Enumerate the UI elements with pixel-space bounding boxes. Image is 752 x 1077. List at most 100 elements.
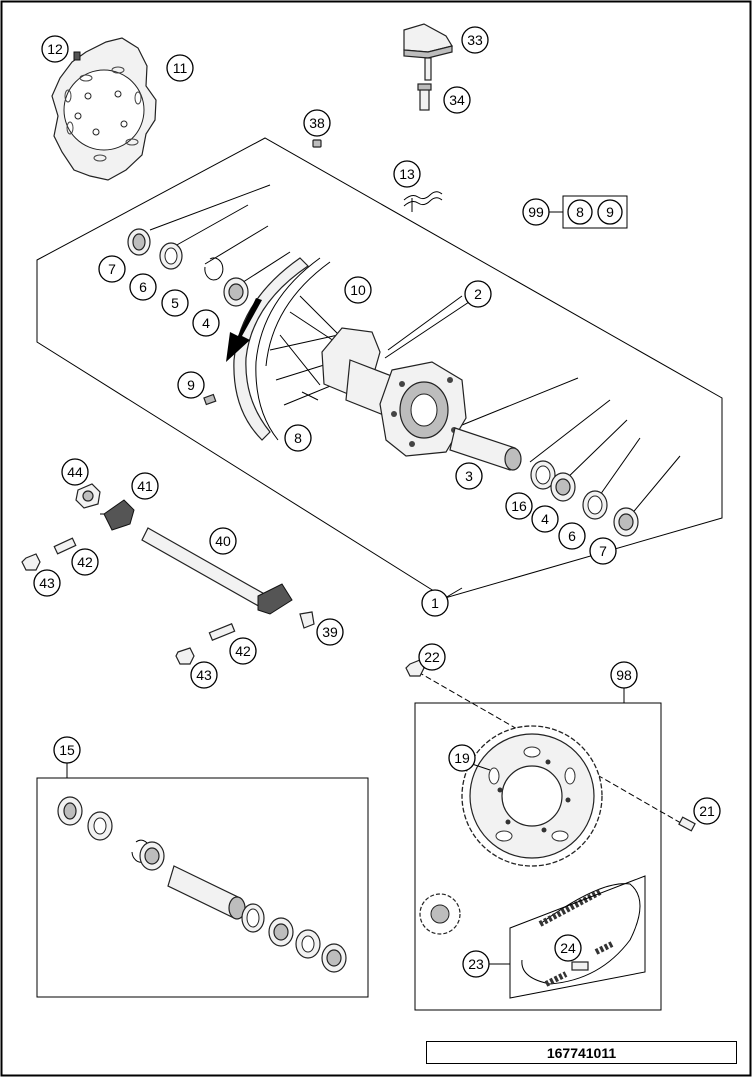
- svg-text:11: 11: [173, 60, 188, 76]
- hub-part: [321, 327, 467, 457]
- svg-text:21: 21: [699, 803, 715, 819]
- svg-text:16: 16: [511, 498, 527, 514]
- callout-10: 10: [344, 276, 372, 304]
- callout-2: 2: [464, 280, 492, 308]
- kit-box-callout-8: 8: [567, 199, 593, 225]
- bolt-part: [417, 83, 432, 111]
- kit-box-callout-9: 9: [597, 199, 623, 225]
- callout-33: 33: [461, 26, 489, 54]
- callout-23: 23: [462, 950, 490, 978]
- chain-part: [521, 883, 641, 987]
- bearing-kit-parts: [57, 796, 347, 973]
- callout-98: 98: [610, 661, 638, 689]
- svg-text:99: 99: [528, 204, 544, 220]
- sprocket-kit-outline: [414, 702, 662, 1011]
- svg-text:2: 2: [474, 286, 482, 302]
- callout-11: 11: [166, 54, 194, 82]
- callout-5: 5: [161, 289, 189, 317]
- svg-text:9: 9: [606, 204, 614, 220]
- svg-text:43: 43: [39, 575, 55, 591]
- callout-7-right: 7: [589, 537, 617, 565]
- svg-text:39: 39: [322, 624, 338, 640]
- callout-34: 34: [443, 86, 471, 114]
- bearing-kit-outline: [36, 777, 369, 998]
- callout-4-left: 4: [192, 309, 220, 337]
- svg-text:5: 5: [171, 295, 179, 311]
- callout-4-right: 4: [531, 505, 559, 533]
- svg-text:38: 38: [309, 115, 325, 131]
- svg-text:13: 13: [399, 166, 415, 182]
- callout-43-lower: 43: [190, 661, 218, 689]
- right-bearing-parts: [449, 427, 639, 537]
- svg-text:15: 15: [59, 742, 75, 758]
- svg-text:24: 24: [560, 940, 576, 956]
- svg-text:33: 33: [467, 32, 483, 48]
- callout-21: 21: [693, 797, 721, 825]
- callout-41: 41: [131, 472, 159, 500]
- callout-9: 9: [177, 371, 205, 399]
- svg-text:3: 3: [465, 468, 473, 484]
- callout-19: 19: [448, 744, 476, 772]
- disc-screw: [73, 51, 81, 61]
- callout-42-lower: 42: [229, 637, 257, 665]
- svg-text:12: 12: [47, 41, 63, 57]
- left-bearing-parts: [127, 228, 249, 307]
- callout-7-left: 7: [98, 255, 126, 283]
- rim-tape-part: [403, 191, 443, 212]
- svg-text:10: 10: [350, 282, 366, 298]
- svg-text:6: 6: [139, 279, 147, 295]
- svg-text:23: 23: [468, 956, 484, 972]
- svg-text:8: 8: [294, 430, 302, 446]
- brake-disc: [51, 37, 157, 181]
- callout-3: 3: [455, 462, 483, 490]
- cap-part: [312, 139, 322, 148]
- callout-43-upper: 43: [33, 569, 61, 597]
- wheel-assembly-outline: [36, 137, 723, 599]
- callout-8: 8: [284, 424, 312, 452]
- svg-text:22: 22: [424, 649, 440, 665]
- svg-text:6: 6: [568, 528, 576, 544]
- svg-text:42: 42: [235, 643, 251, 659]
- svg-text:19: 19: [454, 750, 470, 766]
- callout-6-right: 6: [558, 522, 586, 550]
- svg-text:7: 7: [599, 543, 607, 559]
- chain-kit-outline: [509, 875, 646, 999]
- callout-99: 99: [522, 198, 550, 226]
- svg-text:40: 40: [215, 533, 231, 549]
- callout-22: 22: [418, 643, 446, 671]
- callout-13: 13: [393, 160, 421, 188]
- svg-text:43: 43: [196, 667, 212, 683]
- svg-text:1: 1: [431, 595, 439, 611]
- seat-part: [403, 23, 453, 81]
- svg-text:4: 4: [541, 511, 549, 527]
- callout-12: 12: [41, 35, 69, 63]
- svg-text:44: 44: [67, 464, 83, 480]
- svg-text:4: 4: [202, 315, 210, 331]
- svg-text:34: 34: [449, 92, 465, 108]
- callout-42-upper: 42: [71, 548, 99, 576]
- document-number: 167741011: [426, 1041, 737, 1064]
- callout-40: 40: [209, 527, 237, 555]
- callout-39: 39: [316, 618, 344, 646]
- callout-44: 44: [61, 458, 89, 486]
- svg-text:42: 42: [77, 554, 93, 570]
- callout-16: 16: [505, 492, 533, 520]
- rotation-arrow: [226, 298, 262, 362]
- rim-part: [233, 257, 331, 441]
- svg-text:9: 9: [187, 377, 195, 393]
- sprocket-bolt: [678, 816, 696, 832]
- spoke-nipple: [203, 393, 217, 406]
- svg-text:7: 7: [108, 261, 116, 277]
- callout-6-left: 6: [129, 273, 157, 301]
- callout-1: 1: [421, 589, 449, 617]
- callout-38: 38: [303, 109, 331, 137]
- callout-15: 15: [53, 736, 81, 764]
- callouts: 1 2 3 4 4 5 6 6 7 7 8 9 10 11 12 13 15 1…: [33, 26, 721, 978]
- callout-24: 24: [554, 934, 582, 962]
- svg-text:98: 98: [616, 667, 632, 683]
- svg-text:8: 8: [576, 204, 584, 220]
- front-sprocket: [419, 893, 461, 935]
- svg-text:41: 41: [137, 478, 153, 494]
